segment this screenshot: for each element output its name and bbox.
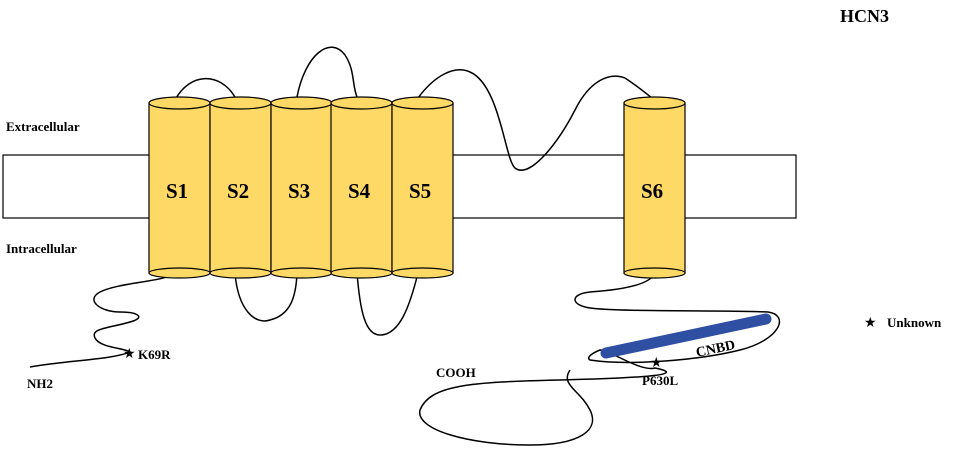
helix-s5: S5	[391, 96, 454, 279]
helix-label-s3: S3	[288, 179, 310, 203]
loop-s1-s2	[174, 77, 236, 101]
cnbd-domain: CNBD	[600, 313, 772, 361]
n-terminus-chain	[29, 272, 176, 368]
c-terminus-label: COOH	[436, 365, 476, 380]
helix-label-s5: S5	[409, 179, 431, 203]
legend-star-icon: ★	[864, 315, 877, 331]
loop-s5-pore	[417, 69, 626, 171]
c-terminus-chain	[419, 272, 780, 446]
helix-label-s2: S2	[227, 179, 249, 203]
n-terminus-label: NH2	[27, 376, 53, 391]
cnbd-label: CNBD	[695, 338, 737, 361]
extracellular-label: Extracellular	[6, 119, 80, 134]
intracellular-label: Intracellular	[6, 241, 77, 256]
diagram-title: HCN3	[840, 6, 889, 26]
helix-label-s4: S4	[348, 179, 371, 203]
helix-s3: S3	[270, 96, 333, 279]
helix-s2: S2	[209, 96, 272, 279]
loop-s3-s4	[296, 46, 358, 98]
mutation-label-k69r: K69R	[138, 347, 171, 362]
loop-s4-s5	[356, 272, 419, 336]
mutation-star-icon: ★	[650, 355, 663, 371]
cnbd-bar	[600, 313, 772, 359]
legend: ★ Unknown	[864, 315, 942, 331]
helix-s4: S4	[330, 96, 393, 279]
mutation-star-icon: ★	[123, 346, 136, 362]
helix-s1: S1	[148, 96, 211, 279]
mutation-label-p630l: P630L	[642, 373, 678, 388]
loop-s2-s3	[234, 272, 298, 322]
legend-label: Unknown	[887, 315, 942, 330]
helix-label-s6: S6	[641, 179, 663, 203]
helix-s6: S6	[623, 96, 686, 279]
loop-pore-s6	[624, 77, 653, 99]
mutation-k69r: ★ K69R	[123, 346, 171, 362]
mutation-p630l: ★ P630L	[642, 355, 678, 388]
helix-label-s1: S1	[166, 179, 188, 203]
peptide-chain	[29, 46, 780, 446]
